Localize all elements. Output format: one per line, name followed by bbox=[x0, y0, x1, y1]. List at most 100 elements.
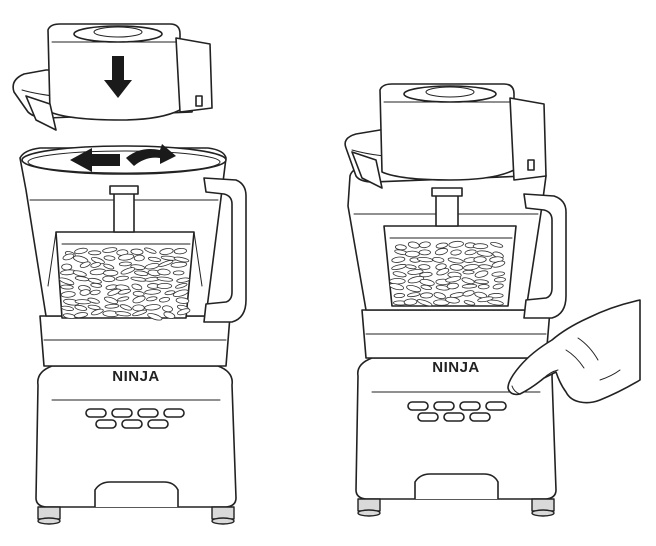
food-slice bbox=[436, 268, 450, 276]
food-slice bbox=[115, 311, 132, 317]
control-button[interactable] bbox=[137, 408, 159, 418]
work-bowl-left bbox=[19, 145, 247, 323]
food-slice bbox=[118, 253, 135, 261]
brand-logo: NINJA bbox=[432, 359, 480, 376]
food-slice bbox=[416, 299, 433, 307]
food-slice bbox=[60, 305, 74, 311]
control-button[interactable] bbox=[147, 419, 169, 429]
food-slice bbox=[478, 264, 493, 270]
panel-right-operation: NINJA bbox=[344, 83, 641, 517]
food-slice bbox=[406, 285, 422, 293]
food-slice bbox=[450, 249, 462, 256]
food-slice bbox=[172, 270, 185, 276]
food-slice bbox=[62, 253, 75, 261]
food-slice bbox=[418, 249, 431, 256]
food-slice bbox=[74, 312, 88, 319]
food-slice bbox=[88, 250, 102, 256]
control-button[interactable] bbox=[417, 412, 439, 422]
food-slice bbox=[104, 303, 120, 309]
food-slice bbox=[158, 260, 174, 267]
base-collar-right: NINJA bbox=[361, 309, 551, 376]
food-slice bbox=[176, 277, 191, 283]
food-slice bbox=[119, 304, 133, 311]
food-slice bbox=[102, 247, 118, 253]
food-slice bbox=[104, 296, 119, 305]
food-slice bbox=[461, 277, 475, 285]
food-slice bbox=[133, 254, 145, 262]
food-slice bbox=[103, 263, 115, 270]
rotate-arrow-icon bbox=[70, 144, 176, 172]
control-button[interactable] bbox=[85, 408, 107, 418]
control-button[interactable] bbox=[121, 419, 143, 429]
control-button[interactable] bbox=[459, 401, 481, 411]
food-slice bbox=[74, 247, 88, 255]
food-slice bbox=[117, 288, 132, 295]
food-slice bbox=[472, 243, 489, 250]
food-slice bbox=[156, 276, 174, 282]
control-button[interactable] bbox=[95, 419, 117, 429]
food-slice bbox=[462, 269, 475, 275]
food-slice bbox=[58, 277, 75, 286]
food-slice bbox=[87, 297, 100, 304]
lid-left bbox=[12, 23, 213, 131]
food-slice bbox=[435, 242, 448, 249]
food-slice bbox=[158, 296, 171, 303]
lid-right bbox=[344, 83, 547, 189]
control-panel-left bbox=[85, 408, 185, 429]
food-slice bbox=[118, 261, 132, 267]
food-slice bbox=[90, 262, 101, 268]
control-button[interactable] bbox=[485, 401, 507, 411]
food-slice bbox=[102, 275, 116, 283]
food-slice bbox=[159, 248, 174, 255]
food-slice bbox=[72, 270, 87, 277]
food-slice bbox=[131, 283, 143, 291]
food-slice bbox=[90, 282, 103, 288]
food-slice bbox=[419, 241, 431, 249]
control-button[interactable] bbox=[407, 401, 429, 411]
food-slice bbox=[144, 304, 161, 311]
food-slice bbox=[130, 248, 144, 255]
food-slice bbox=[79, 261, 91, 268]
control-button[interactable] bbox=[443, 412, 465, 422]
sliced-food-right bbox=[389, 240, 506, 307]
food-slice bbox=[74, 304, 88, 311]
control-button[interactable] bbox=[469, 412, 491, 422]
food-slice bbox=[407, 269, 424, 275]
food-slice bbox=[132, 295, 146, 304]
food-slice bbox=[117, 296, 130, 302]
food-slice bbox=[445, 276, 462, 283]
food-slice bbox=[147, 256, 162, 262]
hand-illustration bbox=[507, 299, 641, 404]
food-slice bbox=[404, 250, 420, 258]
food-slice bbox=[157, 268, 171, 276]
food-slice bbox=[474, 291, 488, 299]
control-button[interactable] bbox=[163, 408, 185, 418]
food-slice bbox=[490, 241, 504, 248]
motor-base-right bbox=[355, 357, 557, 517]
food-slice bbox=[89, 289, 101, 296]
food-slice bbox=[476, 250, 493, 257]
control-button[interactable] bbox=[433, 401, 455, 411]
food-slice bbox=[491, 271, 506, 277]
food-slice bbox=[175, 283, 188, 289]
food-slice bbox=[464, 249, 477, 256]
motor-base-left bbox=[35, 365, 237, 525]
food-slice bbox=[462, 290, 475, 297]
control-button[interactable] bbox=[111, 408, 133, 418]
food-slice bbox=[172, 289, 189, 298]
food-slice bbox=[177, 308, 191, 316]
food-slice bbox=[146, 296, 158, 302]
food-slice bbox=[132, 309, 148, 317]
food-slice bbox=[405, 264, 417, 270]
food-slice bbox=[103, 269, 119, 277]
food-slice bbox=[403, 298, 418, 306]
food-slice bbox=[446, 282, 459, 290]
food-slice bbox=[474, 270, 489, 278]
food-slice bbox=[392, 271, 407, 278]
food-slice bbox=[144, 247, 157, 254]
food-slice bbox=[449, 264, 464, 271]
food-slice bbox=[448, 240, 464, 248]
food-slice bbox=[103, 255, 116, 261]
